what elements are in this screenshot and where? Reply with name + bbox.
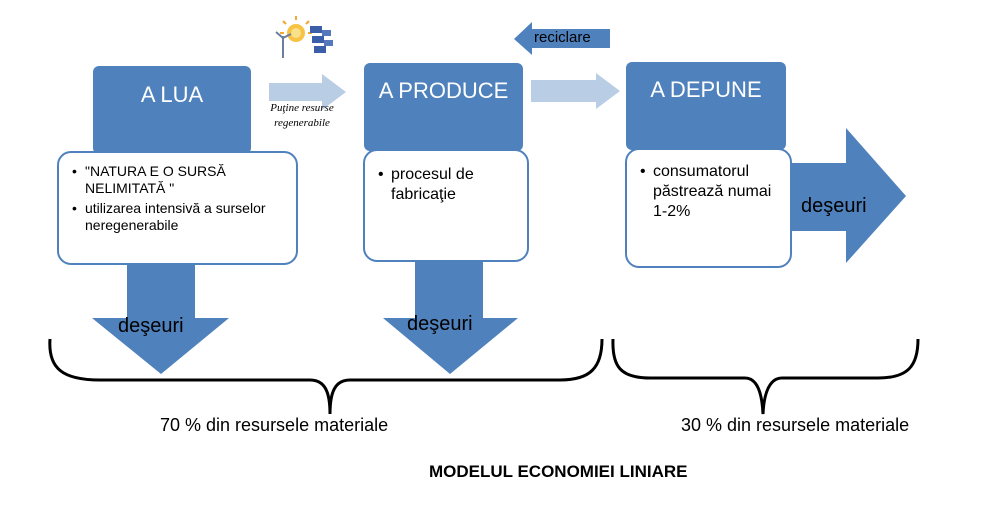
recycle-arrow	[514, 22, 610, 55]
stage-dispose-header: A DEPUNE	[626, 62, 786, 150]
waste-label-right: deşeuri	[801, 195, 867, 217]
waste-label-2: deşeuri	[407, 313, 473, 335]
produce-item-1: procesul de fabricaţie	[378, 165, 517, 205]
diagram-title: MODELUL ECONOMIEI LINIARE	[429, 462, 688, 481]
stage-produce-title: A PRODUCE	[378, 78, 509, 103]
waste-arrow-down-2	[383, 262, 518, 374]
take-item-1: "NATURA E O SURSĂ NELIMITATĂ "	[72, 163, 286, 197]
connector-label: Puţine resurse regenerabile	[270, 102, 334, 129]
brace-30	[611, 338, 920, 415]
waste-label-1: deşeuri	[118, 315, 184, 337]
stage-dispose-details: consumatorul păstrează numai 1-2%	[625, 148, 792, 268]
brace-70	[48, 338, 604, 415]
stage-dispose-title: A DEPUNE	[650, 77, 762, 102]
stage-take-details: "NATURA E O SURSĂ NELIMITATĂ " utilizare…	[57, 151, 298, 265]
stage-take-header: A LUA	[93, 66, 251, 154]
arrow-produce-to-dispose	[531, 73, 620, 109]
dispose-item-1: consumatorul păstrează numai 1-2%	[640, 162, 780, 222]
stage-take-title: A LUA	[140, 82, 204, 107]
recycle-label: reciclare	[534, 29, 591, 46]
group-label-30: 30 % din resursele materiale	[681, 415, 910, 435]
group-label-70: 70 % din resursele materiale	[160, 415, 389, 435]
stage-produce-details: procesul de fabricaţie	[363, 149, 529, 262]
take-item-2: utilizarea intensivă a surselor neregene…	[72, 200, 286, 234]
waste-arrow-down-1	[92, 263, 229, 374]
renewable-energy-icon	[275, 16, 333, 58]
arrow-take-to-produce	[269, 74, 346, 110]
stage-produce-header: A PRODUCE	[364, 63, 523, 151]
waste-arrow-right	[790, 128, 906, 263]
